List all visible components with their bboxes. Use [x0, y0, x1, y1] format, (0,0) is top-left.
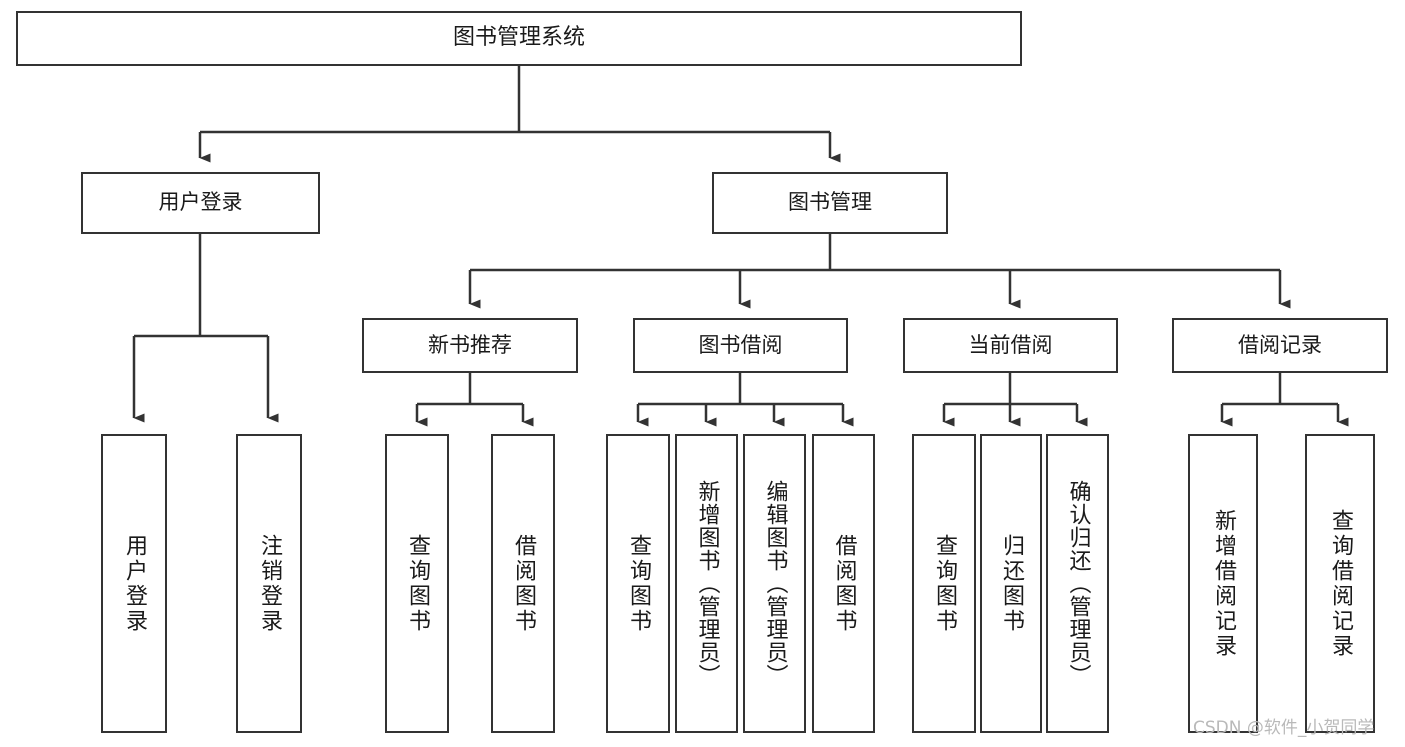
leaf-borrow-book-recommend[interactable]: 借阅图书	[491, 434, 555, 733]
node-label: 查询图书	[405, 533, 430, 634]
leaf-confirm-return-admin[interactable]: 确认归还（管理员）	[1046, 434, 1109, 733]
node-label: 借阅图书	[831, 533, 857, 634]
node-current-borrow[interactable]: 当前借阅	[903, 318, 1118, 373]
csdn-watermark: CSDN @软件_小贺同学	[1193, 718, 1375, 738]
node-label: 编辑图书（管理员）	[762, 480, 788, 687]
node-label: 注销登录	[257, 533, 282, 634]
node-label: 查询图书	[626, 533, 651, 634]
node-label: 用户登录	[158, 190, 243, 215]
node-new-book-recommend[interactable]: 新书推荐	[362, 318, 578, 373]
node-label: 用户登录	[122, 533, 147, 634]
leaf-query-book-recommend[interactable]: 查询图书	[385, 434, 449, 733]
node-label: 新书推荐	[428, 332, 512, 357]
node-label: 图书管理	[788, 190, 872, 215]
leaf-query-book-borrow[interactable]: 查询图书	[606, 434, 670, 733]
node-label: 归还图书	[999, 533, 1024, 634]
node-root-book-management-system[interactable]: 图书管理系统	[16, 11, 1022, 66]
node-borrow-record[interactable]: 借阅记录	[1172, 318, 1388, 373]
leaf-logout-login[interactable]: 注销登录	[236, 434, 302, 733]
node-label: 借阅记录	[1238, 332, 1322, 357]
node-label: 查询图书	[932, 533, 957, 634]
node-label: 借阅图书	[511, 533, 536, 634]
leaf-query-borrow-record[interactable]: 查询借阅记录	[1305, 434, 1375, 733]
node-label: 新增图书（管理员）	[694, 480, 720, 687]
node-label: 当前借阅	[968, 332, 1053, 357]
node-label: 确认归还（管理员）	[1065, 480, 1091, 687]
leaf-add-borrow-record[interactable]: 新增借阅记录	[1188, 434, 1258, 733]
leaf-return-book[interactable]: 归还图书	[980, 434, 1042, 733]
leaf-query-book-current[interactable]: 查询图书	[912, 434, 976, 733]
leaf-edit-book-admin[interactable]: 编辑图书（管理员）	[743, 434, 806, 733]
node-book-borrow[interactable]: 图书借阅	[633, 318, 848, 373]
leaf-borrow-book-borrow[interactable]: 借阅图书	[812, 434, 875, 733]
node-label: 新增借阅记录	[1211, 508, 1236, 659]
node-label: 图书借阅	[698, 332, 783, 357]
node-book-management[interactable]: 图书管理	[712, 172, 948, 234]
node-label: 图书管理系统	[452, 25, 585, 51]
node-user-login[interactable]: 用户登录	[81, 172, 320, 234]
leaf-user-login[interactable]: 用户登录	[101, 434, 167, 733]
node-label: 查询借阅记录	[1328, 508, 1353, 659]
leaf-add-book-admin[interactable]: 新增图书（管理员）	[675, 434, 738, 733]
